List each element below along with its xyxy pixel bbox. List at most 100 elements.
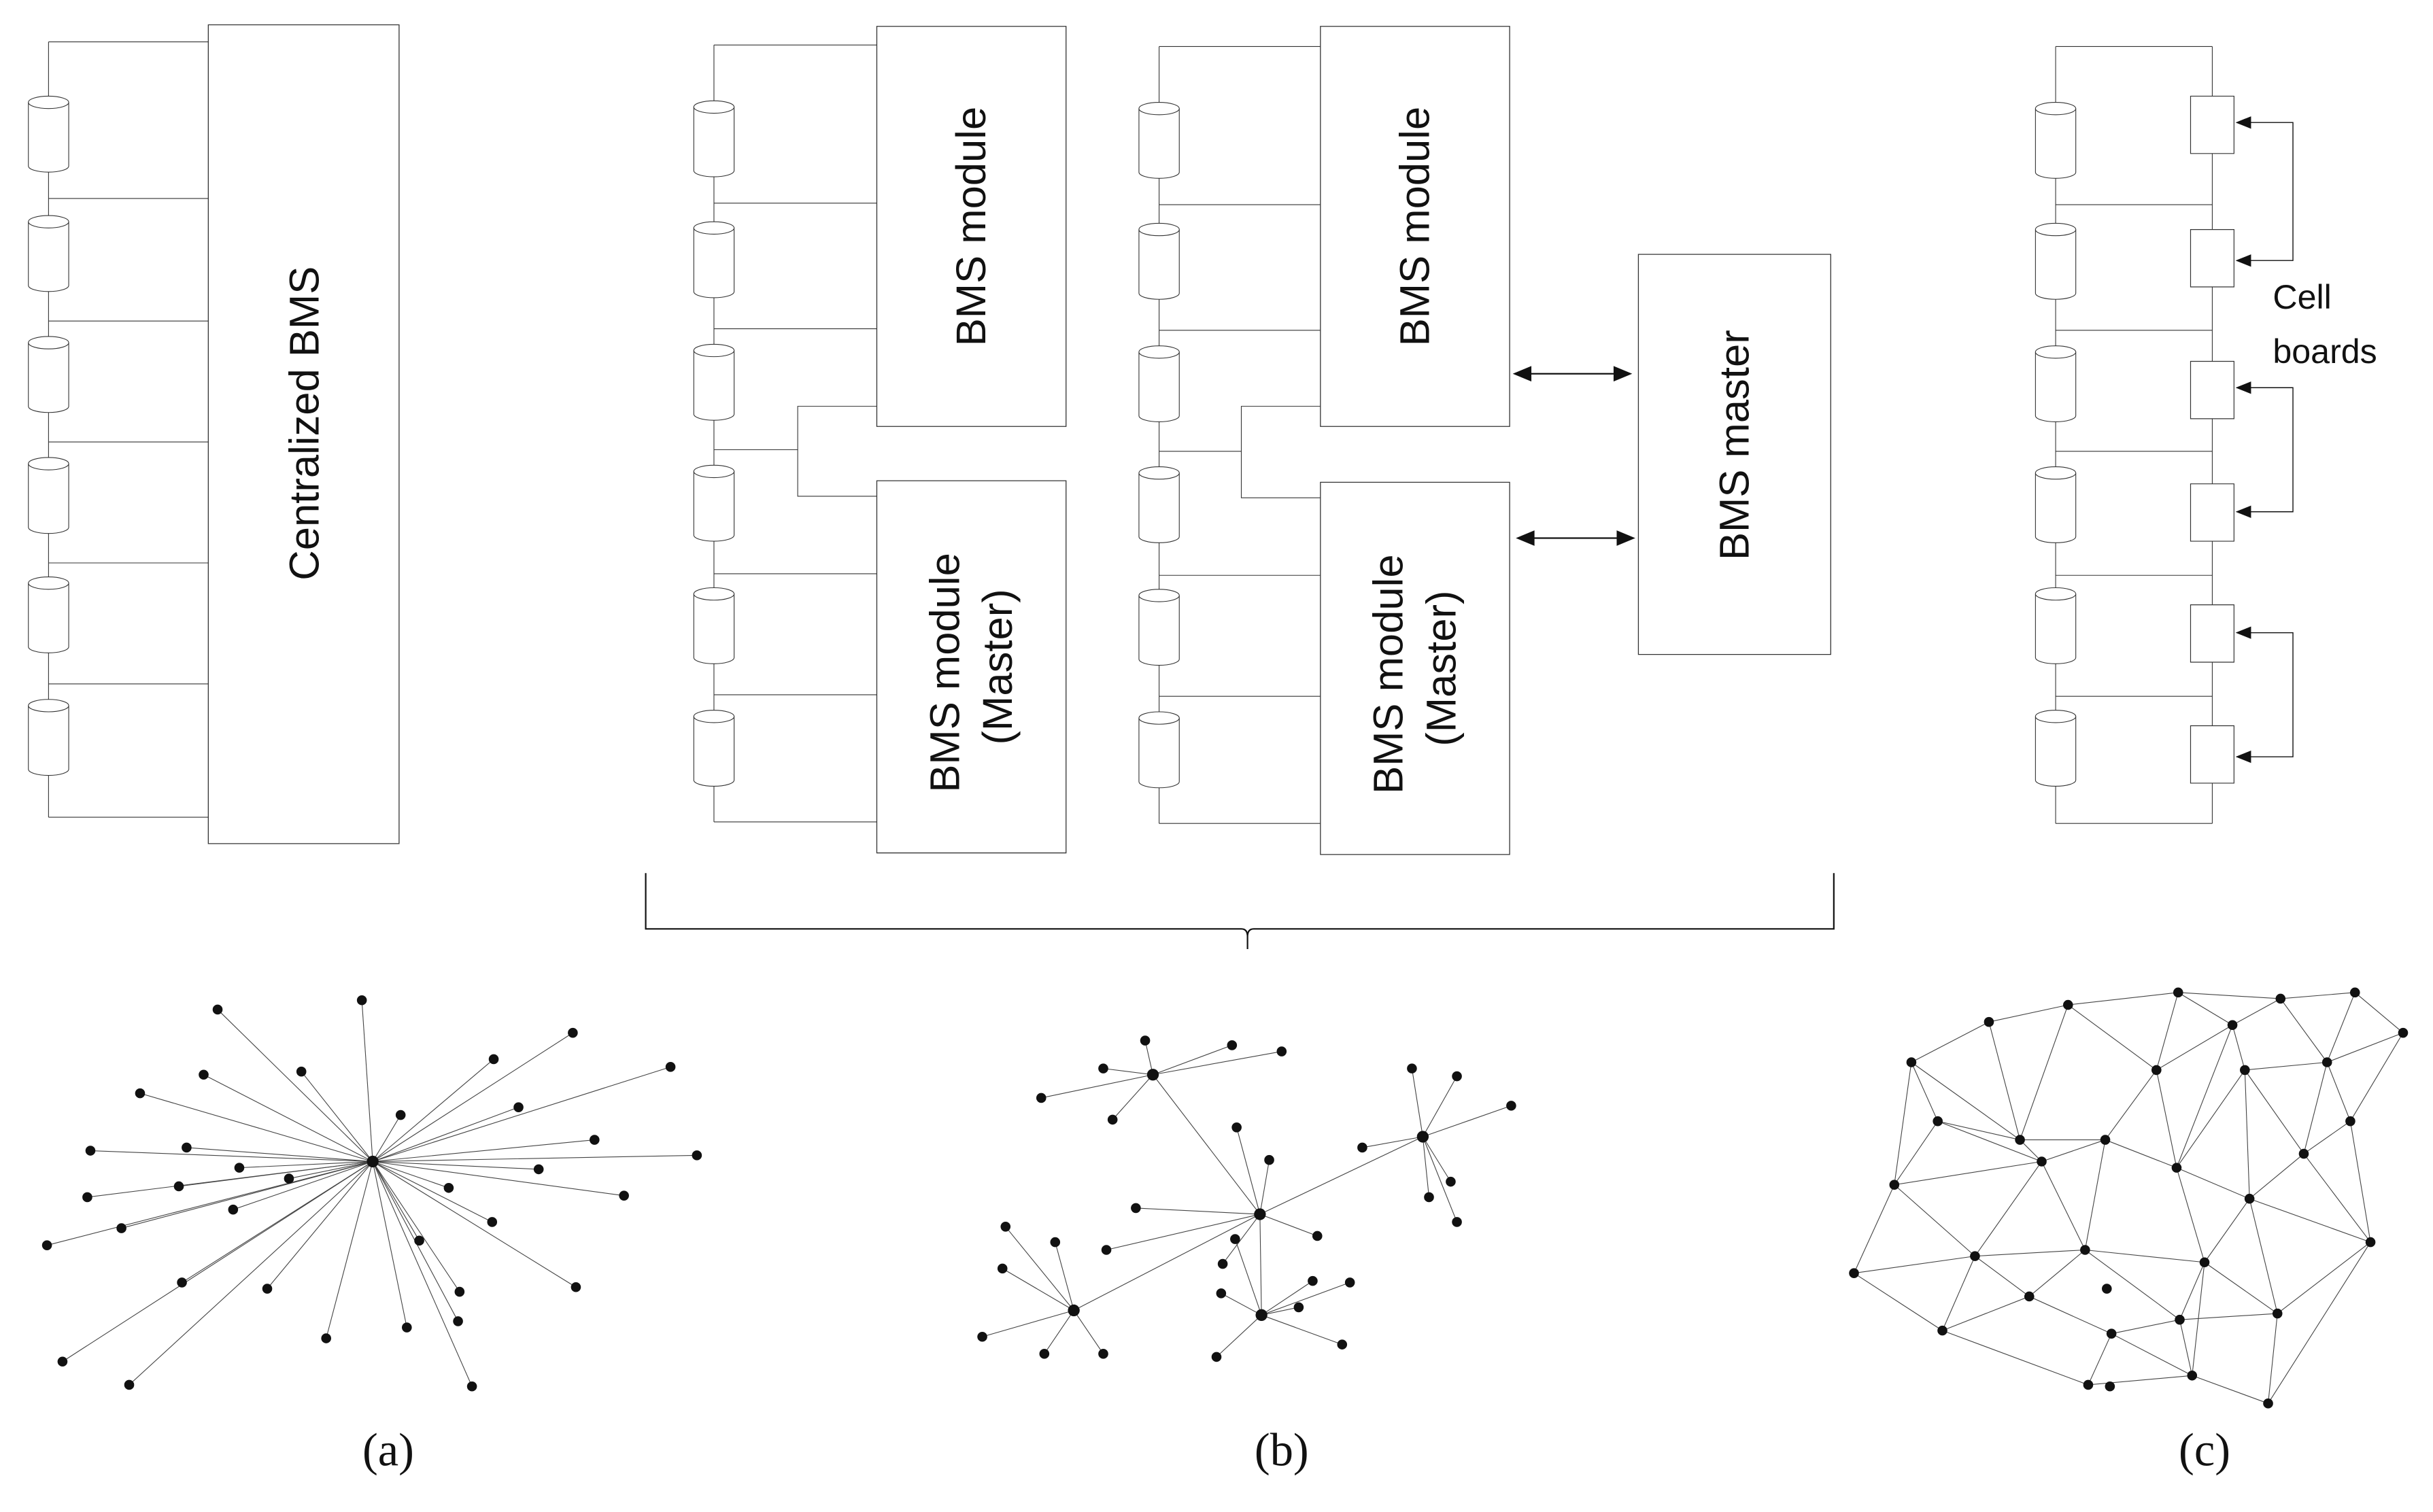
network-node xyxy=(1101,1245,1112,1255)
network-link xyxy=(47,1161,373,1245)
centralized-bms-panel: Centralized BMS xyxy=(29,24,399,843)
network-link xyxy=(362,1000,373,1161)
bms-module-master-label: BMS module (Master) xyxy=(1365,543,1465,794)
network-node xyxy=(228,1204,239,1215)
network-link xyxy=(1136,1208,1259,1214)
network-link xyxy=(2277,1242,2370,1313)
network-link xyxy=(1943,1330,2088,1385)
centralized-bms-label: Centralized BMS xyxy=(281,267,328,581)
network-link xyxy=(373,1115,401,1161)
network-link xyxy=(2156,993,2178,1070)
wire xyxy=(714,407,877,450)
mesh-topology-network xyxy=(1849,987,2409,1409)
battery-cell-stack xyxy=(29,42,69,818)
network-node xyxy=(2345,1116,2355,1127)
network-node xyxy=(2298,1148,2309,1159)
network-node xyxy=(1230,1234,1240,1244)
network-node xyxy=(1140,1035,1151,1046)
network-link xyxy=(2088,1375,2192,1385)
network-node xyxy=(1452,1071,1462,1082)
network-link xyxy=(1423,1137,1457,1222)
network-node xyxy=(1050,1237,1061,1248)
network-link xyxy=(1854,1185,1894,1273)
network-node xyxy=(1254,1208,1266,1220)
network-node xyxy=(2100,1135,2111,1145)
network-link xyxy=(373,1161,407,1327)
network-link xyxy=(2245,1070,2304,1154)
network-link xyxy=(2192,1262,2205,1376)
modular-bms-panel: BMS module BMS module (Master) xyxy=(694,27,1066,853)
network-link xyxy=(2178,993,2232,1025)
cell-boards-label: Cell boards xyxy=(2273,278,2377,371)
network-link xyxy=(2304,1121,2350,1154)
cell-board xyxy=(2190,230,2234,287)
network-link xyxy=(2029,1250,2085,1296)
network-link xyxy=(1423,1137,1429,1197)
distributed-bms-panel: Cell boards xyxy=(2035,46,2377,823)
network-node xyxy=(1937,1325,1947,1336)
network-node xyxy=(2102,1284,2112,1294)
network-node xyxy=(1308,1275,1318,1286)
network-link xyxy=(2085,1140,2105,1250)
network-node xyxy=(2263,1398,2273,1409)
network-link xyxy=(373,1161,460,1292)
network-link xyxy=(1911,1063,1938,1122)
network-link xyxy=(2327,1063,2350,1122)
battery-cell-icon xyxy=(1139,589,1179,666)
network-node xyxy=(466,1381,477,1392)
wire xyxy=(798,449,877,496)
network-node xyxy=(1131,1203,1141,1214)
network-node xyxy=(2062,999,2073,1010)
network-link xyxy=(1103,1069,1153,1075)
network-node xyxy=(1933,1116,1943,1127)
network-node xyxy=(2187,1370,2198,1381)
network-link xyxy=(1153,1075,1259,1214)
network-node xyxy=(2080,1245,2090,1255)
network-link xyxy=(1261,1281,1312,1315)
network-node xyxy=(177,1277,187,1288)
link-arrow xyxy=(2235,626,2293,763)
battery-cell-icon xyxy=(694,465,734,541)
network-node xyxy=(1098,1063,1108,1073)
star-topology-network xyxy=(41,995,702,1392)
battery-cell-icon xyxy=(2035,588,2075,664)
network-link xyxy=(289,1161,373,1178)
network-link xyxy=(1943,1256,1975,1330)
network-link xyxy=(2304,1063,2327,1154)
cell-board-links xyxy=(2235,116,2293,763)
network-link xyxy=(2105,1070,2156,1140)
network-link xyxy=(2205,1199,2249,1262)
network-link xyxy=(373,1161,624,1195)
network-link xyxy=(2268,1313,2278,1403)
network-node xyxy=(665,1062,676,1072)
network-node xyxy=(2173,987,2183,998)
network-link xyxy=(1989,1005,2068,1022)
cell-board xyxy=(2190,484,2234,541)
network-link xyxy=(2245,1070,2249,1199)
network-node xyxy=(1452,1217,1462,1227)
network-link xyxy=(373,1161,449,1188)
network-link xyxy=(2111,1334,2192,1376)
battery-cell-icon xyxy=(29,337,69,413)
communication-arrow xyxy=(1512,366,1633,382)
network-node xyxy=(124,1379,135,1390)
sense-wires xyxy=(1159,46,1321,823)
network-link xyxy=(186,1148,373,1162)
battery-cell-icon xyxy=(1139,223,1179,299)
network-link xyxy=(1894,1063,1911,1185)
network-link xyxy=(2281,993,2355,999)
network-link xyxy=(1894,1185,1975,1256)
network-node xyxy=(1506,1101,1516,1111)
network-link xyxy=(179,1161,373,1186)
network-link xyxy=(373,1161,419,1240)
network-link xyxy=(373,1107,518,1162)
network-link xyxy=(1112,1075,1153,1120)
centralized-bms-box xyxy=(208,24,399,843)
network-link xyxy=(983,1310,1074,1337)
caption-b: (b) xyxy=(1255,1424,1309,1476)
network-link xyxy=(1975,1250,2085,1256)
network-node xyxy=(173,1181,184,1192)
battery-cell-icon xyxy=(2035,346,2075,422)
network-link xyxy=(2111,1320,2179,1334)
network-node xyxy=(41,1240,52,1250)
